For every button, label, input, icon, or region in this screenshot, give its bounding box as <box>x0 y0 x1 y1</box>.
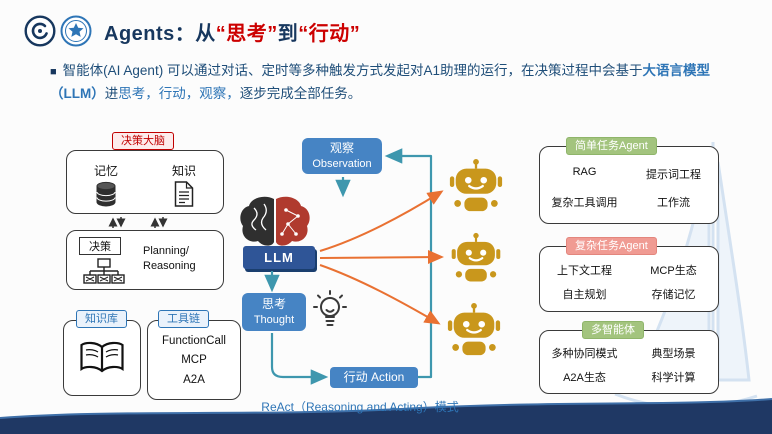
agent-item: 复杂工具调用 <box>551 197 618 210</box>
agent-item: 存储记忆 <box>651 289 696 302</box>
tool-chain-label: 工具链 <box>158 310 209 329</box>
bullet-marker: ■ <box>50 66 57 78</box>
title-prefix: Agents：从 <box>104 23 216 45</box>
database-icon <box>96 181 116 206</box>
agent-group-multi-label: 多智能体 <box>582 321 644 340</box>
page-title: Agents：从“思考”到“行动” <box>104 17 360 46</box>
brain-icon <box>240 196 310 246</box>
agent-item: RAG <box>572 165 597 178</box>
logo-icon-left <box>24 15 56 47</box>
intro-react-terms: 思考，行动，观察， <box>118 85 240 101</box>
action-step: 行动 Action <box>330 367 418 388</box>
intro-text-1: 智能体(AI Agent) 可以通过对话、定时等多种触发方式发起对A1助理的运行… <box>62 63 643 78</box>
agent-group-complex-label: 复杂任务Agent <box>566 237 657 256</box>
observation-label-zh: 观察 <box>329 141 354 156</box>
decision-box: 决策 Planning/ Reasoning <box>66 230 224 290</box>
knowledge-base-label: 知识库 <box>76 310 127 329</box>
thought-label-zh: 思考 <box>261 297 286 312</box>
agent-item: A2A生态 <box>563 372 606 384</box>
logo-icon-right <box>60 15 92 47</box>
agent-group-simple-label: 简单任务Agent <box>566 137 657 156</box>
document-icon <box>174 180 194 207</box>
agent-item: 上下文工程 <box>557 264 612 277</box>
tool-chain-box: FunctionCall MCP A2A <box>147 320 241 400</box>
agent-item: 工作流 <box>657 197 690 210</box>
memory-knowledge-box: 记忆 知识 <box>66 150 224 214</box>
agent-item: 典型场景 <box>651 348 696 360</box>
bottom-wave-decoration <box>0 398 772 434</box>
intro-text-3: 逐步完成全部任务。 <box>239 85 362 101</box>
planning-line1: Planning/ <box>143 245 189 257</box>
intro-llm-term: 大语言模型（LLM） <box>50 63 710 101</box>
knowledge-label: 知识 <box>171 163 196 178</box>
agent-item: 自主规划 <box>562 289 607 302</box>
planning-reasoning-text: Planning/ Reasoning <box>143 244 215 274</box>
agent-group-complex-box: 复杂任务Agent 上下文工程 MCP生态 自主规划 存储记忆 <box>539 237 719 312</box>
decision-label: 决策 <box>79 237 121 255</box>
agent-row: 多种协同模式 典型场景 <box>540 345 718 361</box>
title-mid: 到 <box>277 23 299 45</box>
agent-item: 多种协同模式 <box>551 348 618 360</box>
observation-label-en: Observation <box>312 157 372 170</box>
decision-brain-label: 决策大脑 <box>112 132 174 151</box>
title-red-action: “行动” <box>298 23 361 45</box>
agent-group-simple-box: 简单任务Agent RAG 提示词工程 复杂工具调用 工作流 <box>539 137 719 224</box>
observation-step: 观察 Observation <box>302 138 382 174</box>
brain-link-arrows <box>108 217 168 228</box>
agent-row: RAG 提示词工程 <box>540 166 718 182</box>
decision-tree-icon <box>83 258 125 284</box>
memory-item: 记忆 <box>94 162 118 207</box>
agent-row: 自主规划 存储记忆 <box>540 286 718 302</box>
agent-group-multi-box: 多智能体 多种协同模式 典型场景 A2A生态 科学计算 <box>539 321 719 394</box>
intro-text-2: 进 <box>104 85 119 101</box>
tool-item-mcp: MCP <box>181 354 207 366</box>
agent-row: 复杂工具调用 工作流 <box>540 194 718 210</box>
thought-label-en: Thought <box>253 313 295 326</box>
thought-step: 思考 Thought <box>242 293 306 331</box>
book-icon <box>80 341 124 373</box>
memory-label: 记忆 <box>93 163 118 178</box>
tool-item-functioncall: FunctionCall <box>162 334 226 347</box>
robot-icon-2 <box>449 231 503 287</box>
knowledge-base-box <box>63 320 141 396</box>
robot-icon-1 <box>447 157 505 217</box>
intro-paragraph: ■ 智能体(AI Agent) 可以通过对话、定时等多种触发方式发起对A1助理的运… <box>50 60 722 106</box>
knowledge-item: 知识 <box>172 162 196 207</box>
agent-item: 提示词工程 <box>646 168 701 181</box>
robot-icon-3 <box>445 301 503 361</box>
agent-row: A2A生态 科学计算 <box>540 369 718 385</box>
title-red-thinking: “思考” <box>215 23 278 45</box>
llm-node: LLM <box>243 246 315 269</box>
planning-line2: Reasoning <box>143 259 196 272</box>
lightbulb-icon <box>313 290 347 326</box>
agent-row: 上下文工程 MCP生态 <box>540 262 718 278</box>
agent-item: MCP生态 <box>650 264 697 277</box>
tool-item-a2a: A2A <box>183 373 205 386</box>
agent-item: 科学计算 <box>651 372 696 384</box>
react-caption: ReAct（Reasoning and Acting）模式 <box>261 400 459 414</box>
